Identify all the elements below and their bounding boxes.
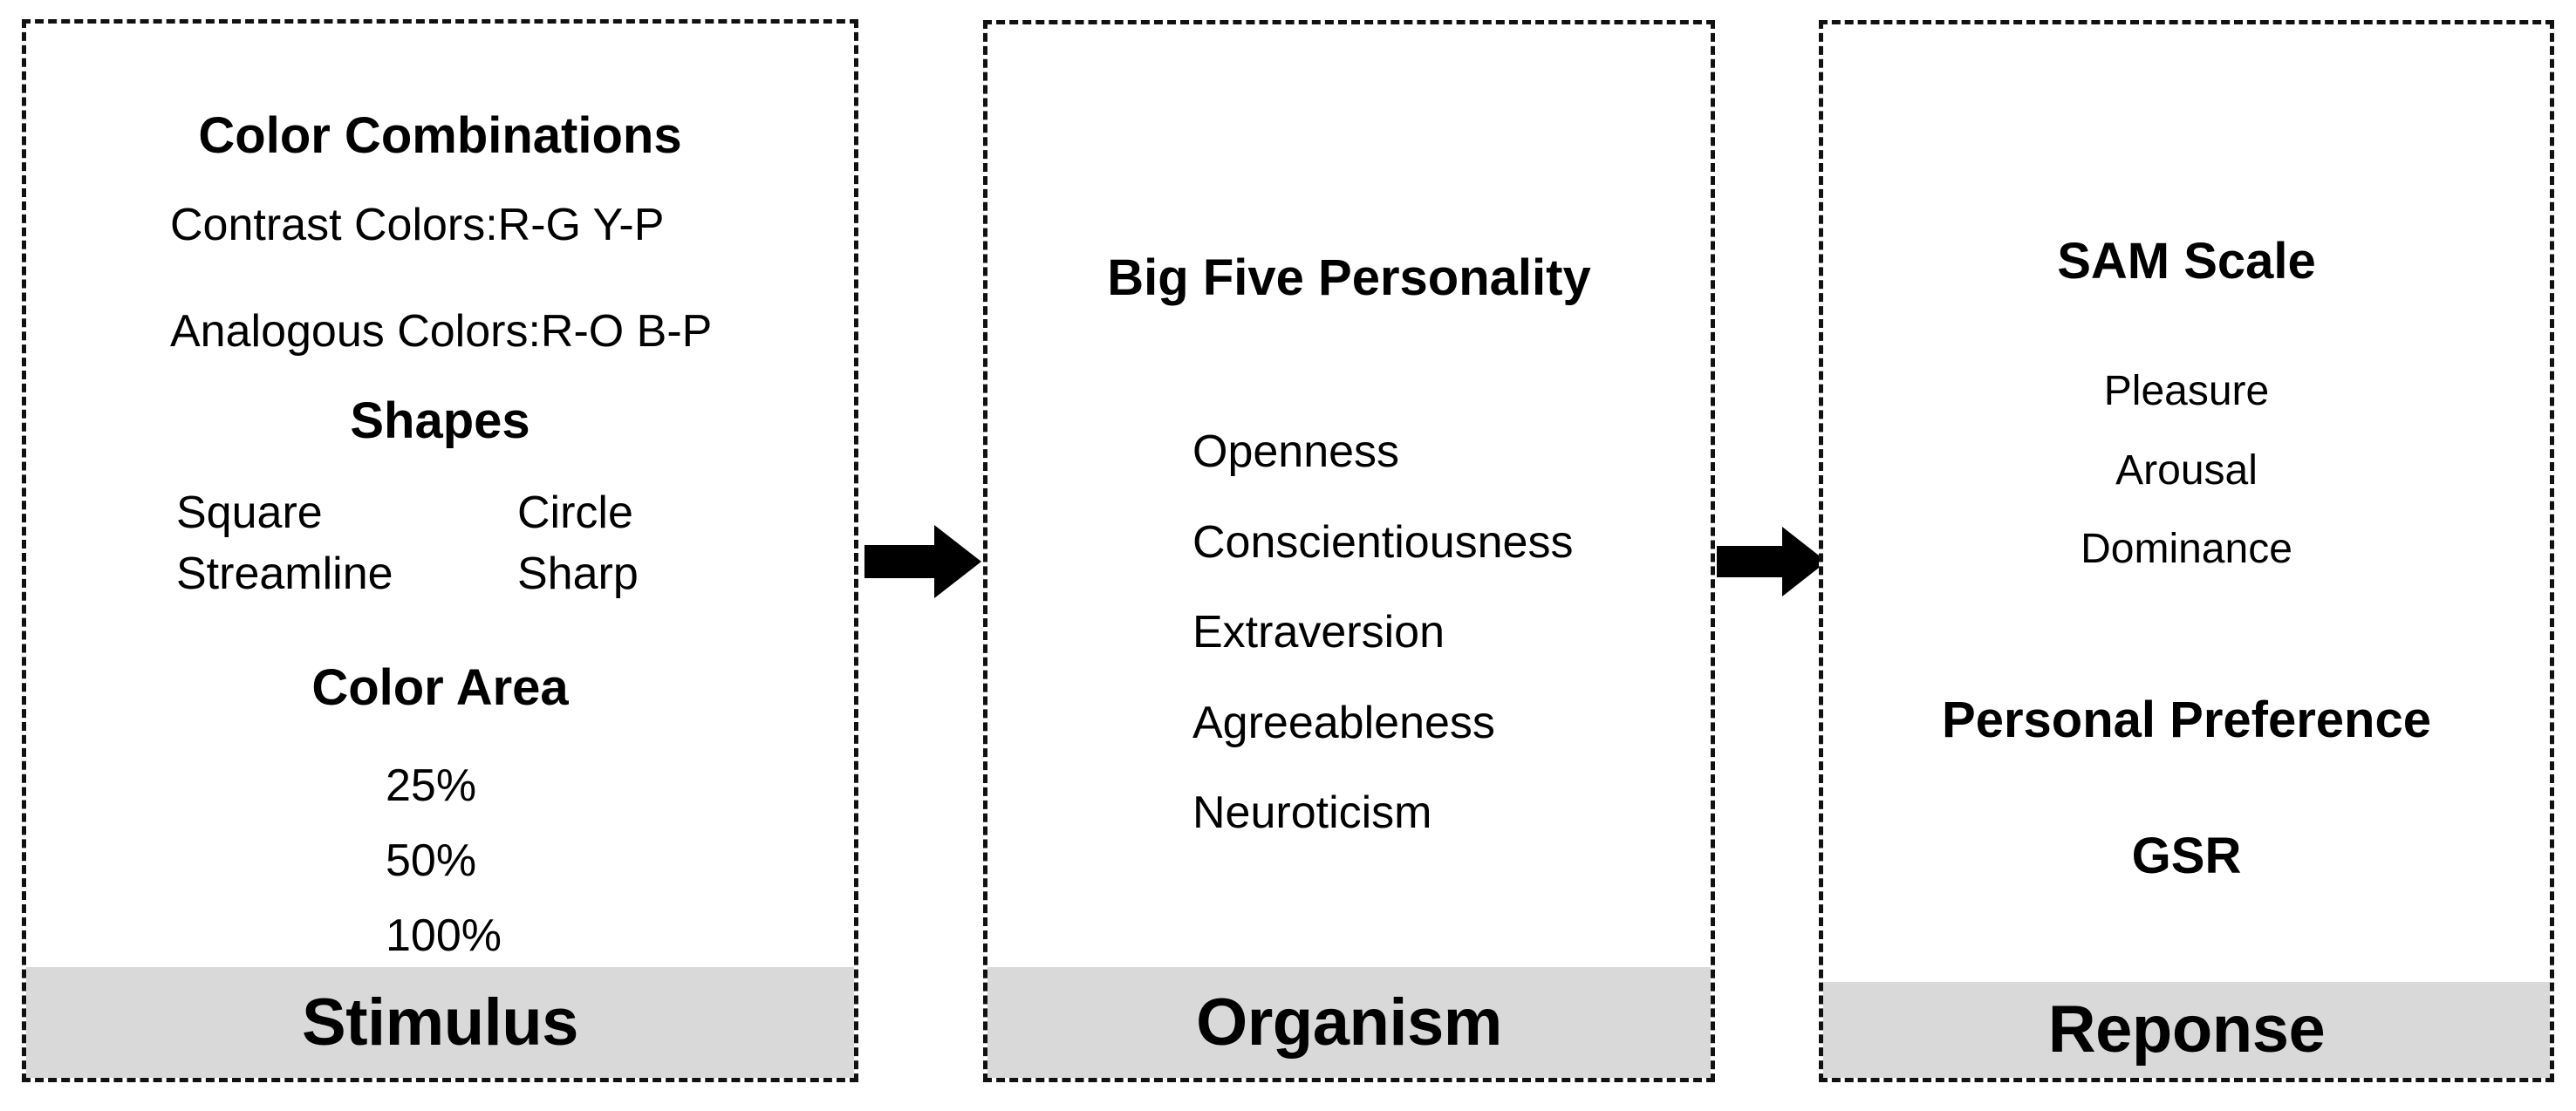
text-shape-square: Square (176, 487, 323, 538)
panel-organism-body: Big Five Personality Openness Conscienti… (987, 24, 1711, 1078)
text-color-area-100: 100% (386, 910, 502, 961)
arrow-stimulus-to-organism (864, 525, 981, 598)
text-shape-streamline: Streamline (176, 549, 393, 599)
panel-response-body: SAM Scale Pleasure Arousal Dominance Per… (1823, 24, 2550, 1078)
heading-color-combinations: Color Combinations (198, 107, 682, 164)
arrow-organism-to-response (1717, 527, 1827, 596)
footer-label-organism: Organism (1196, 985, 1502, 1060)
heading-personal-preference: Personal Preference (1942, 692, 2431, 748)
text-trait-conscientiousness: Conscientiousness (1192, 517, 1574, 568)
text-color-area-25: 25% (386, 760, 477, 811)
heading-big-five-personality: Big Five Personality (1107, 249, 1591, 306)
text-sam-arousal: Arousal (2115, 447, 2258, 494)
text-trait-neuroticism: Neuroticism (1192, 787, 1432, 838)
panel-stimulus: Color Combinations Contrast Colors:R-G Y… (22, 19, 858, 1082)
footer-label-stimulus: Stimulus (302, 985, 578, 1060)
text-trait-agreeableness: Agreeableness (1192, 698, 1495, 748)
text-trait-extraversion: Extraversion (1192, 607, 1445, 658)
text-color-area-50: 50% (386, 835, 477, 886)
text-sam-pleasure: Pleasure (2103, 368, 2270, 414)
panel-response: SAM Scale Pleasure Arousal Dominance Per… (1819, 20, 2554, 1082)
text-shape-circle: Circle (517, 487, 633, 538)
text-shape-sharp: Sharp (517, 549, 639, 599)
text-trait-openness: Openness (1192, 426, 1400, 477)
footer-response: Reponse (1823, 982, 2550, 1078)
text-analogous-colors: Analogous Colors:R-O B-P (170, 306, 713, 357)
text-contrast-colors: Contrast Colors:R-G Y-P (170, 200, 665, 250)
heading-shapes: Shapes (350, 392, 530, 449)
panel-organism: Big Five Personality Openness Conscienti… (983, 20, 1715, 1082)
heading-gsr: GSR (2131, 828, 2242, 884)
text-sam-dominance: Dominance (2081, 526, 2292, 572)
heading-sam-scale: SAM Scale (2057, 233, 2316, 290)
footer-label-response: Reponse (2047, 992, 2326, 1067)
footer-organism: Organism (987, 967, 1711, 1078)
heading-color-area: Color Area (311, 659, 569, 716)
panel-stimulus-body: Color Combinations Contrast Colors:R-G Y… (26, 24, 854, 1078)
footer-stimulus: Stimulus (26, 967, 854, 1078)
